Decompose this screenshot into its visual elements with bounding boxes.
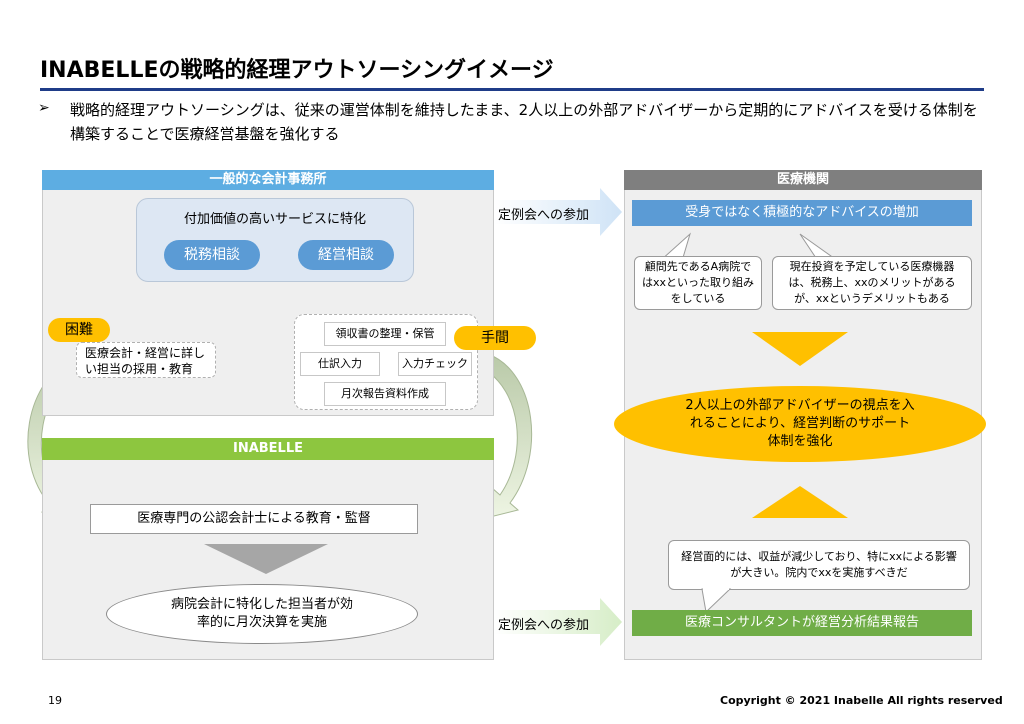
title-underline bbox=[40, 88, 984, 91]
medical-institution-header: 医療機関 bbox=[624, 170, 982, 190]
summary-text: 戦略的経理アウトソーシングは、従来の運営体制を維持したまま、2人以上の外部アドバ… bbox=[70, 101, 978, 143]
advice-bubble-left: 顧問先であるA病院ではxxといった取り組みをしている bbox=[634, 256, 762, 310]
effort-badge: 手間 bbox=[454, 326, 536, 350]
advisor-perspective-oval: 2人以上の外部アドバイザーの視点を入れることにより、経営判断のサポート体制を強化 bbox=[614, 386, 986, 462]
service-focus-title: 付加価値の高いサービスに特化 bbox=[183, 212, 366, 227]
accounting-office-header: 一般的な会計事務所 bbox=[42, 170, 494, 190]
difficulty-text: 医療会計・経営に詳しい担当の採用・教育 bbox=[76, 342, 216, 378]
meeting-label-bottom: 定例会への参加 bbox=[498, 618, 590, 633]
difficulty-badge: 困難 bbox=[48, 318, 110, 342]
meeting-label-top: 定例会への参加 bbox=[498, 208, 590, 223]
page-number: 19 bbox=[48, 694, 62, 707]
advice-bubble-right: 現在投資を予定している医療機器は、税務上、xxのメリットがあるが、xxというデメ… bbox=[772, 256, 972, 310]
task-check: 入力チェック bbox=[398, 352, 472, 376]
meeting-arrow-top bbox=[494, 188, 622, 236]
task-receipt: 領収書の整理・保管 bbox=[324, 322, 446, 346]
down-arrow-yellow-icon bbox=[752, 332, 848, 366]
bubble-bottom-tail bbox=[701, 588, 732, 614]
monthly-closing-oval: 病院会計に特化した担当者が効率的に月次決算を実施 bbox=[106, 584, 418, 644]
up-arrow-yellow-icon bbox=[752, 486, 848, 518]
bullet-arrow-icon: ➢ bbox=[38, 100, 50, 116]
consultant-report-bar: 医療コンサルタントが経営分析結果報告 bbox=[632, 610, 972, 636]
management-consulting-pill: 経営相談 bbox=[298, 240, 394, 270]
page-title: INABELLEの戦略的経理アウトソーシングイメージ bbox=[40, 58, 554, 83]
active-advice-bar: 受身ではなく積極的なアドバイスの増加 bbox=[632, 200, 972, 226]
education-box: 医療専門の公認会計士による教育・監督 bbox=[90, 504, 418, 534]
advice-bubble-bottom: 経営面的には、収益が減少しており、特にxxによる影響が大きい。院内でxxを実施す… bbox=[668, 540, 970, 590]
copyright: Copyright © 2021 Inabelle All rights res… bbox=[720, 694, 1003, 707]
speech-bubble-tails bbox=[658, 232, 840, 262]
tax-consulting-pill: 税務相談 bbox=[164, 240, 260, 270]
task-monthly-report: 月次報告資料作成 bbox=[324, 382, 446, 406]
down-arrow-gray-icon bbox=[204, 544, 328, 574]
task-journal: 仕訳入力 bbox=[300, 352, 380, 376]
inabelle-header: INABELLE bbox=[42, 438, 494, 460]
meeting-arrow-bottom bbox=[494, 598, 622, 646]
